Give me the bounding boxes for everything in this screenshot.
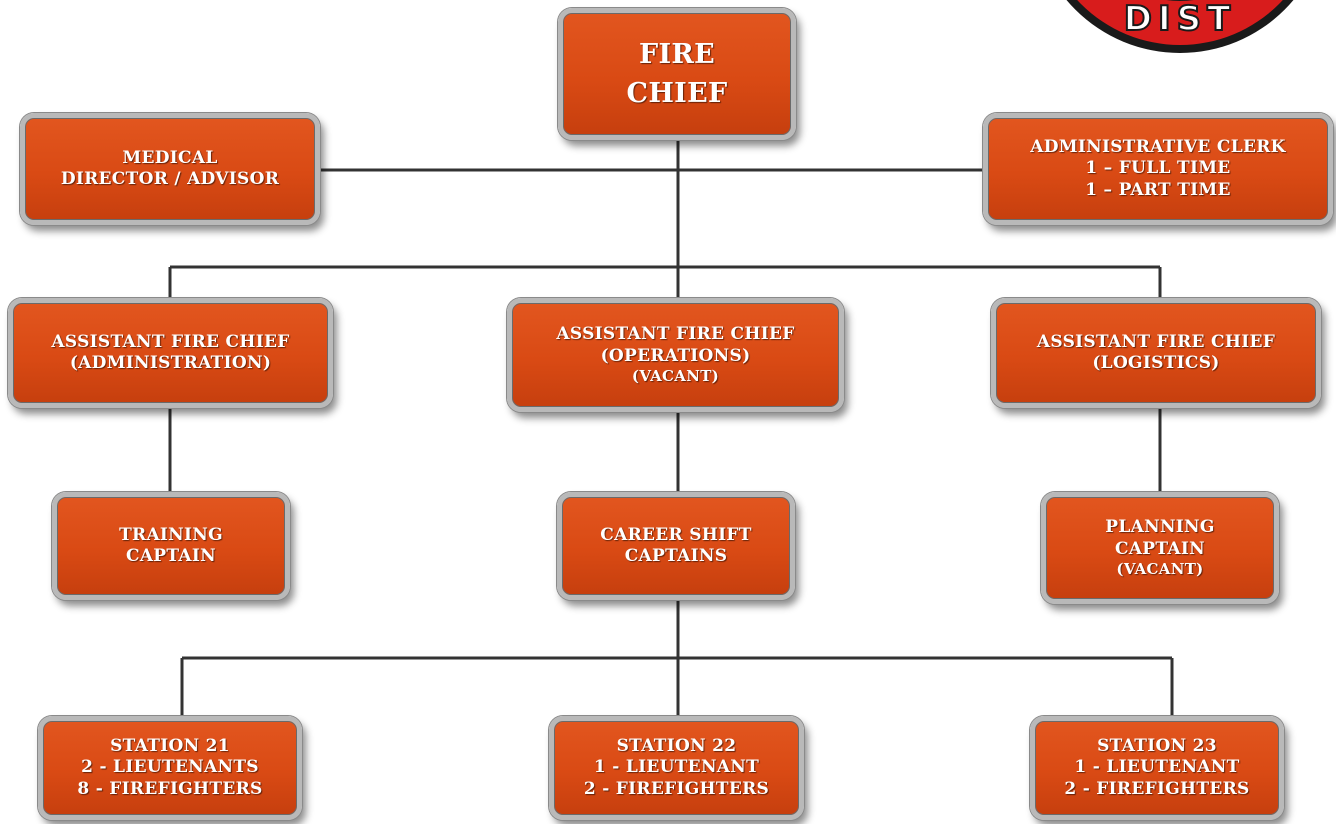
box-line: 8 - FIREFIGHTERS (77, 778, 263, 799)
box-line: ASSISTANT FIRE CHIEF (51, 331, 290, 352)
box-line: (LOGISTICS) (1092, 353, 1220, 373)
box-line: 2 - FIREFIGHTERS (1064, 778, 1250, 799)
box-line: ASSISTANT FIRE CHIEF (556, 324, 795, 345)
box-line: (VACANT) (631, 366, 720, 385)
box-line: 1 – PART TIME (1085, 179, 1231, 200)
box-line: 2 - LIEUTENANTS (81, 757, 259, 778)
planning-captain-box: PLANNING CAPTAIN (VACANT) (1041, 492, 1279, 604)
box-line: (OPERATIONS) (600, 345, 751, 366)
box-line: CAPTAIN (1114, 538, 1205, 559)
fire-chief-box: FIRE CHIEF (558, 8, 796, 140)
box-line: 2 - FIREFIGHTERS (583, 778, 770, 799)
box-line: 1 - LIEUTENANT (593, 757, 760, 778)
box-line: TRAINING (119, 524, 223, 545)
training-captain-box: TRAINING CAPTAIN (52, 492, 290, 600)
box-line: MEDICAL (122, 147, 218, 168)
box-line: 1 - LIEUTENANT (1074, 757, 1240, 778)
box-line: (ADMINISTRATION) (69, 353, 272, 373)
box-line: DIRECTOR / ADVISOR (60, 169, 280, 189)
station-22-box: STATION 22 1 - LIEUTENANT 2 - FIREFIGHTE… (549, 716, 804, 820)
station-23-box: STATION 23 1 - LIEUTENANT 2 - FIREFIGHTE… (1030, 716, 1284, 820)
medical-director-box: MEDICAL DIRECTOR / ADVISOR (20, 113, 320, 225)
box-line: STATION 23 (1097, 736, 1217, 757)
box-line: CAPTAIN (125, 546, 216, 566)
box-line: CAPTAINS (624, 546, 728, 566)
box-line: 1 – FULL TIME (1085, 158, 1231, 179)
box-line: FIRE (638, 38, 716, 70)
asst-chief-operations-box: ASSISTANT FIRE CHIEF (OPERATIONS) (VACAN… (507, 298, 844, 412)
box-line: CAREER SHIFT (600, 524, 752, 545)
career-shift-captains-box: CAREER SHIFT CAPTAINS (557, 492, 795, 600)
box-line: CHIEF (626, 78, 728, 109)
box-line: ADMINISTRATIVE CLERK (1030, 137, 1286, 158)
asst-chief-logistics-box: ASSISTANT FIRE CHIEF (LOGISTICS) (991, 298, 1321, 408)
box-line: ASSISTANT FIRE CHIEF (1036, 331, 1276, 352)
box-line: PLANNING (1105, 517, 1215, 538)
administrative-clerk-box: ADMINISTRATIVE CLERK 1 – FULL TIME 1 – P… (983, 113, 1333, 225)
asst-chief-administration-box: ASSISTANT FIRE CHIEF (ADMINISTRATION) (8, 298, 333, 408)
box-line: (VACANT) (1116, 559, 1204, 578)
box-line: STATION 22 (616, 736, 737, 757)
box-line: STATION 21 (110, 736, 230, 757)
station-21-box: STATION 21 2 - LIEUTENANTS 8 - FIREFIGHT… (38, 716, 302, 820)
